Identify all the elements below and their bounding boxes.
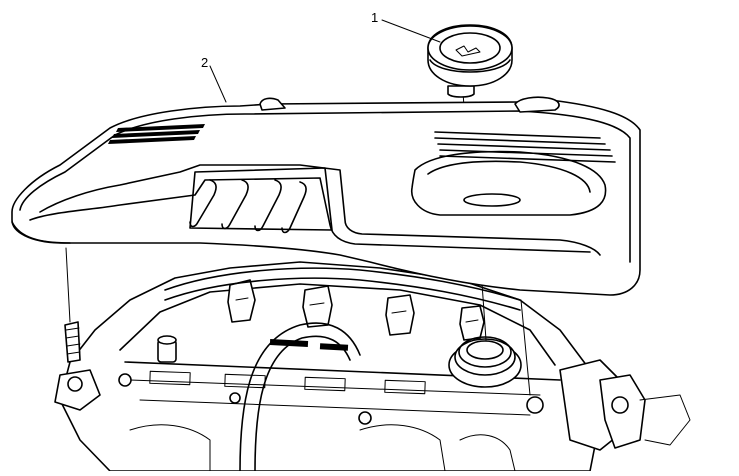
callout-label-2: 2 xyxy=(201,55,209,70)
engine-cover xyxy=(11,96,641,296)
oil-filler-neck xyxy=(448,336,522,388)
engine-assembly xyxy=(54,261,691,472)
cover-left-stripes xyxy=(108,124,205,144)
callout-label-1: 1 xyxy=(371,10,379,25)
cover-filler-opening xyxy=(411,150,607,216)
callout-leaders xyxy=(209,19,441,103)
oil-filler-cap xyxy=(427,24,513,98)
cover-right-stripes xyxy=(434,131,616,163)
coil-connectors xyxy=(227,279,485,341)
cover-ribs xyxy=(189,179,307,234)
